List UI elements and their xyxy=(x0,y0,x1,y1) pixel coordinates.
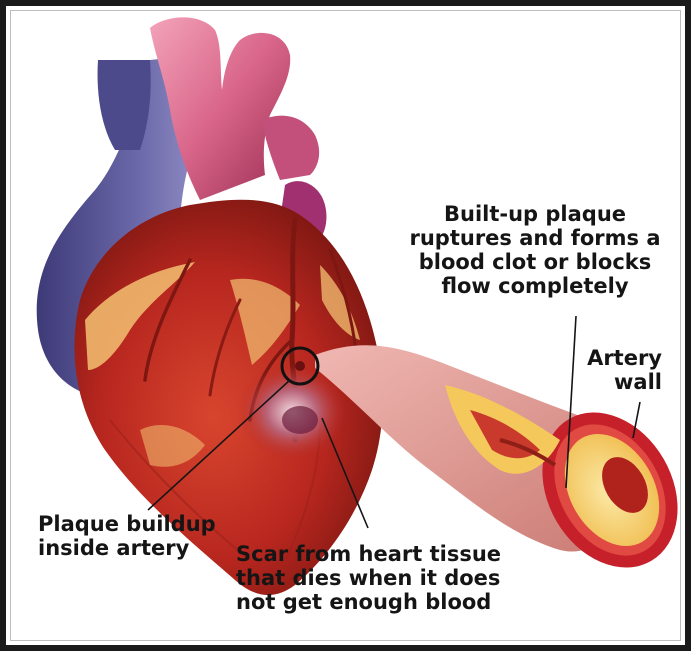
rupture-label-line-1: Built-up plaque xyxy=(400,202,670,226)
plaque-buildup-label-line-1: Plaque buildup xyxy=(38,512,238,536)
plaque-buildup-label: Plaque buildup inside artery xyxy=(38,512,238,560)
rupture-label-line-3: blood clot or blocks xyxy=(400,250,670,274)
artery-wall-label-line-1: Artery xyxy=(560,346,662,370)
rupture-label-line-4: flow completely xyxy=(400,274,670,298)
scar-label-line-2: that dies when it does xyxy=(236,566,536,590)
artery-wall-label-line-2: wall xyxy=(560,370,662,394)
scar-label-line-3: not get enough blood xyxy=(236,590,536,614)
rupture-label-line-2: ruptures and forms a xyxy=(400,226,670,250)
plaque-buildup-label-line-2: inside artery xyxy=(38,536,238,560)
plaque-spot xyxy=(295,361,305,371)
artery-wall-label: Artery wall xyxy=(560,346,662,394)
scar-label-line-1: Scar from heart tissue xyxy=(236,542,536,566)
scar-label: Scar from heart tissue that dies when it… xyxy=(236,542,536,614)
rupture-label: Built-up plaque ruptures and forms a blo… xyxy=(400,202,670,298)
